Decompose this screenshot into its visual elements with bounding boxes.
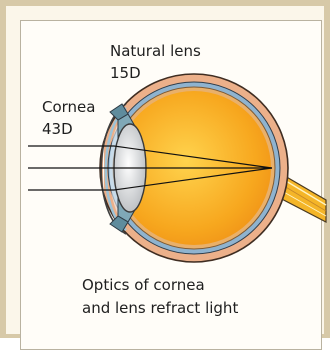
natural-lens-label: Natural lens [110, 41, 201, 61]
caption-line-2: and lens refract light [82, 298, 238, 318]
cornea-label: Cornea [42, 97, 95, 117]
caption-line-1: Optics of cornea [82, 275, 205, 295]
natural-lens-power: 15D [110, 63, 141, 83]
eye-diagram: Natural lens 15D Cornea 43D Optics of co… [0, 0, 330, 338]
cornea-power: 43D [42, 119, 73, 139]
